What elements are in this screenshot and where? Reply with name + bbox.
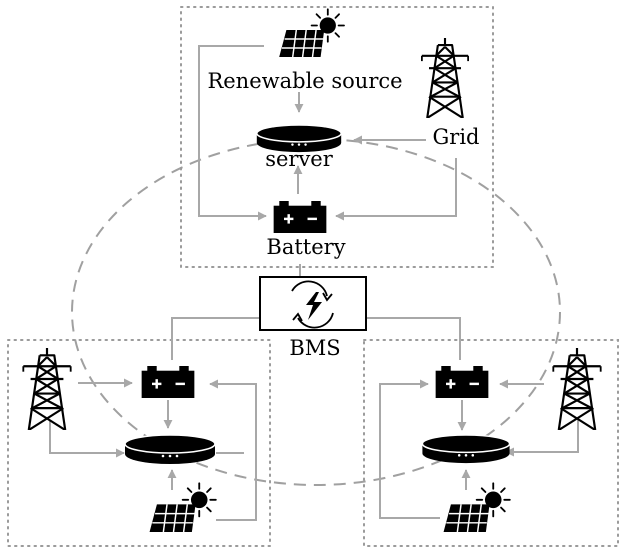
bms-label: BMS: [289, 336, 340, 360]
grid-label: Grid: [433, 125, 480, 149]
battery-icon: [140, 366, 196, 398]
battery-label: Battery: [266, 235, 345, 259]
solar-panel-icon: [442, 482, 511, 533]
transmission-tower-icon: [22, 348, 72, 430]
bms-wires: [171, 264, 461, 360]
server-icon: [421, 434, 511, 464]
top-microgrid-boundary: [180, 6, 494, 268]
solar-panel-icon: [278, 8, 345, 58]
bms-cycle-icon: [291, 280, 334, 329]
solar-panel-icon: [148, 482, 217, 533]
top-microgrid-wires: [198, 45, 457, 221]
left-microgrid-boundary: [7, 339, 271, 547]
battery-icon: [434, 366, 490, 398]
server-icon: [124, 434, 216, 465]
left-microgrid-wires: [49, 378, 257, 521]
right-microgrid-boundary: [363, 339, 619, 547]
transmission-tower-icon: [552, 348, 602, 430]
right-microgrid-wires: [379, 379, 579, 519]
battery-icon: [272, 201, 328, 233]
bms-box: [259, 276, 367, 331]
renewable-source-label: Renewable source: [207, 69, 402, 93]
transmission-tower-icon: [420, 38, 470, 118]
server-label: server: [265, 147, 334, 171]
